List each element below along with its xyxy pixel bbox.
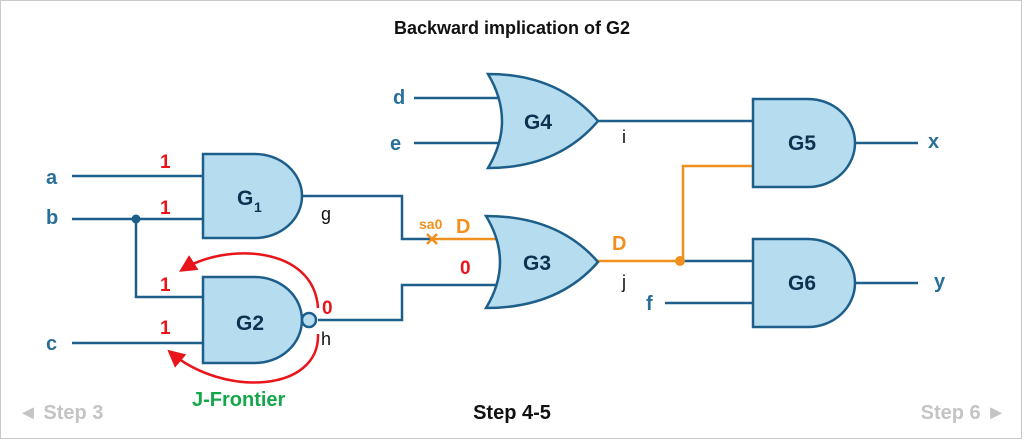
gate-g1[interactable]: G 1 bbox=[201, 152, 304, 240]
value-g3-output: D bbox=[612, 233, 626, 255]
arrow-to-input-b-icon bbox=[179, 252, 320, 309]
wire-g bbox=[302, 194, 432, 241]
gate-g4-label: G4 bbox=[524, 111, 552, 134]
gate-g5[interactable]: G5 bbox=[751, 97, 857, 189]
wire-j-g5 bbox=[681, 164, 753, 261]
gate-g1-label: G bbox=[237, 187, 253, 210]
value-g3-input-g: D bbox=[456, 216, 470, 238]
page-title: Backward implication of G2 bbox=[393, 18, 631, 38]
j-frontier-label: J-Frontier bbox=[192, 389, 286, 411]
fault-cross-icon bbox=[426, 233, 438, 245]
wire-h bbox=[318, 283, 497, 322]
value-g3-input-h: 0 bbox=[460, 258, 471, 279]
gate-g6-label: G6 bbox=[788, 272, 816, 295]
node-g-label: g bbox=[321, 204, 331, 224]
gate-g2-bubble bbox=[300, 311, 318, 329]
output-x-label: x bbox=[928, 131, 939, 153]
gate-g3[interactable]: G3 bbox=[483, 214, 600, 310]
node-j-label: j bbox=[621, 272, 626, 292]
wire-b-branch bbox=[134, 219, 203, 299]
output-y-label: y bbox=[934, 271, 946, 293]
value-g2-output: 0 bbox=[322, 298, 333, 319]
value-g2-input-c: 1 bbox=[160, 318, 171, 339]
next-step-button[interactable]: Step 6 ► bbox=[920, 402, 1006, 424]
input-f-label: f bbox=[646, 293, 653, 315]
node-h-label: h bbox=[321, 329, 331, 349]
gate-g3-label: G3 bbox=[523, 252, 551, 275]
gate-g1-subscript: 1 bbox=[254, 199, 262, 215]
fault-path bbox=[432, 164, 753, 263]
value-g1-input-b: 1 bbox=[160, 198, 171, 219]
junction-b bbox=[131, 214, 141, 224]
fault-marker: sa0 bbox=[419, 216, 443, 245]
value-g2-input-b: 1 bbox=[160, 275, 171, 296]
arrow-to-input-c-icon bbox=[167, 333, 320, 384]
input-a-label: a bbox=[46, 167, 58, 189]
gate-g2[interactable]: G2 bbox=[201, 275, 318, 365]
gate-g2-label: G2 bbox=[236, 312, 264, 335]
gate-g4[interactable]: G4 bbox=[485, 72, 600, 170]
node-i-label: i bbox=[622, 127, 626, 147]
input-b-label: b bbox=[46, 207, 58, 229]
fault-label: sa0 bbox=[419, 216, 443, 232]
junction-j bbox=[675, 256, 685, 266]
input-c-label: c bbox=[46, 333, 57, 355]
gate-g5-label: G5 bbox=[788, 132, 816, 155]
input-e-label: e bbox=[390, 133, 401, 155]
value-g1-input-a: 1 bbox=[160, 152, 171, 173]
input-d-label: d bbox=[393, 87, 405, 109]
prev-step-button[interactable]: ◄ Step 3 bbox=[18, 402, 104, 424]
gate-g6[interactable]: G6 bbox=[751, 237, 857, 329]
backward-implication-arrows bbox=[167, 252, 320, 384]
